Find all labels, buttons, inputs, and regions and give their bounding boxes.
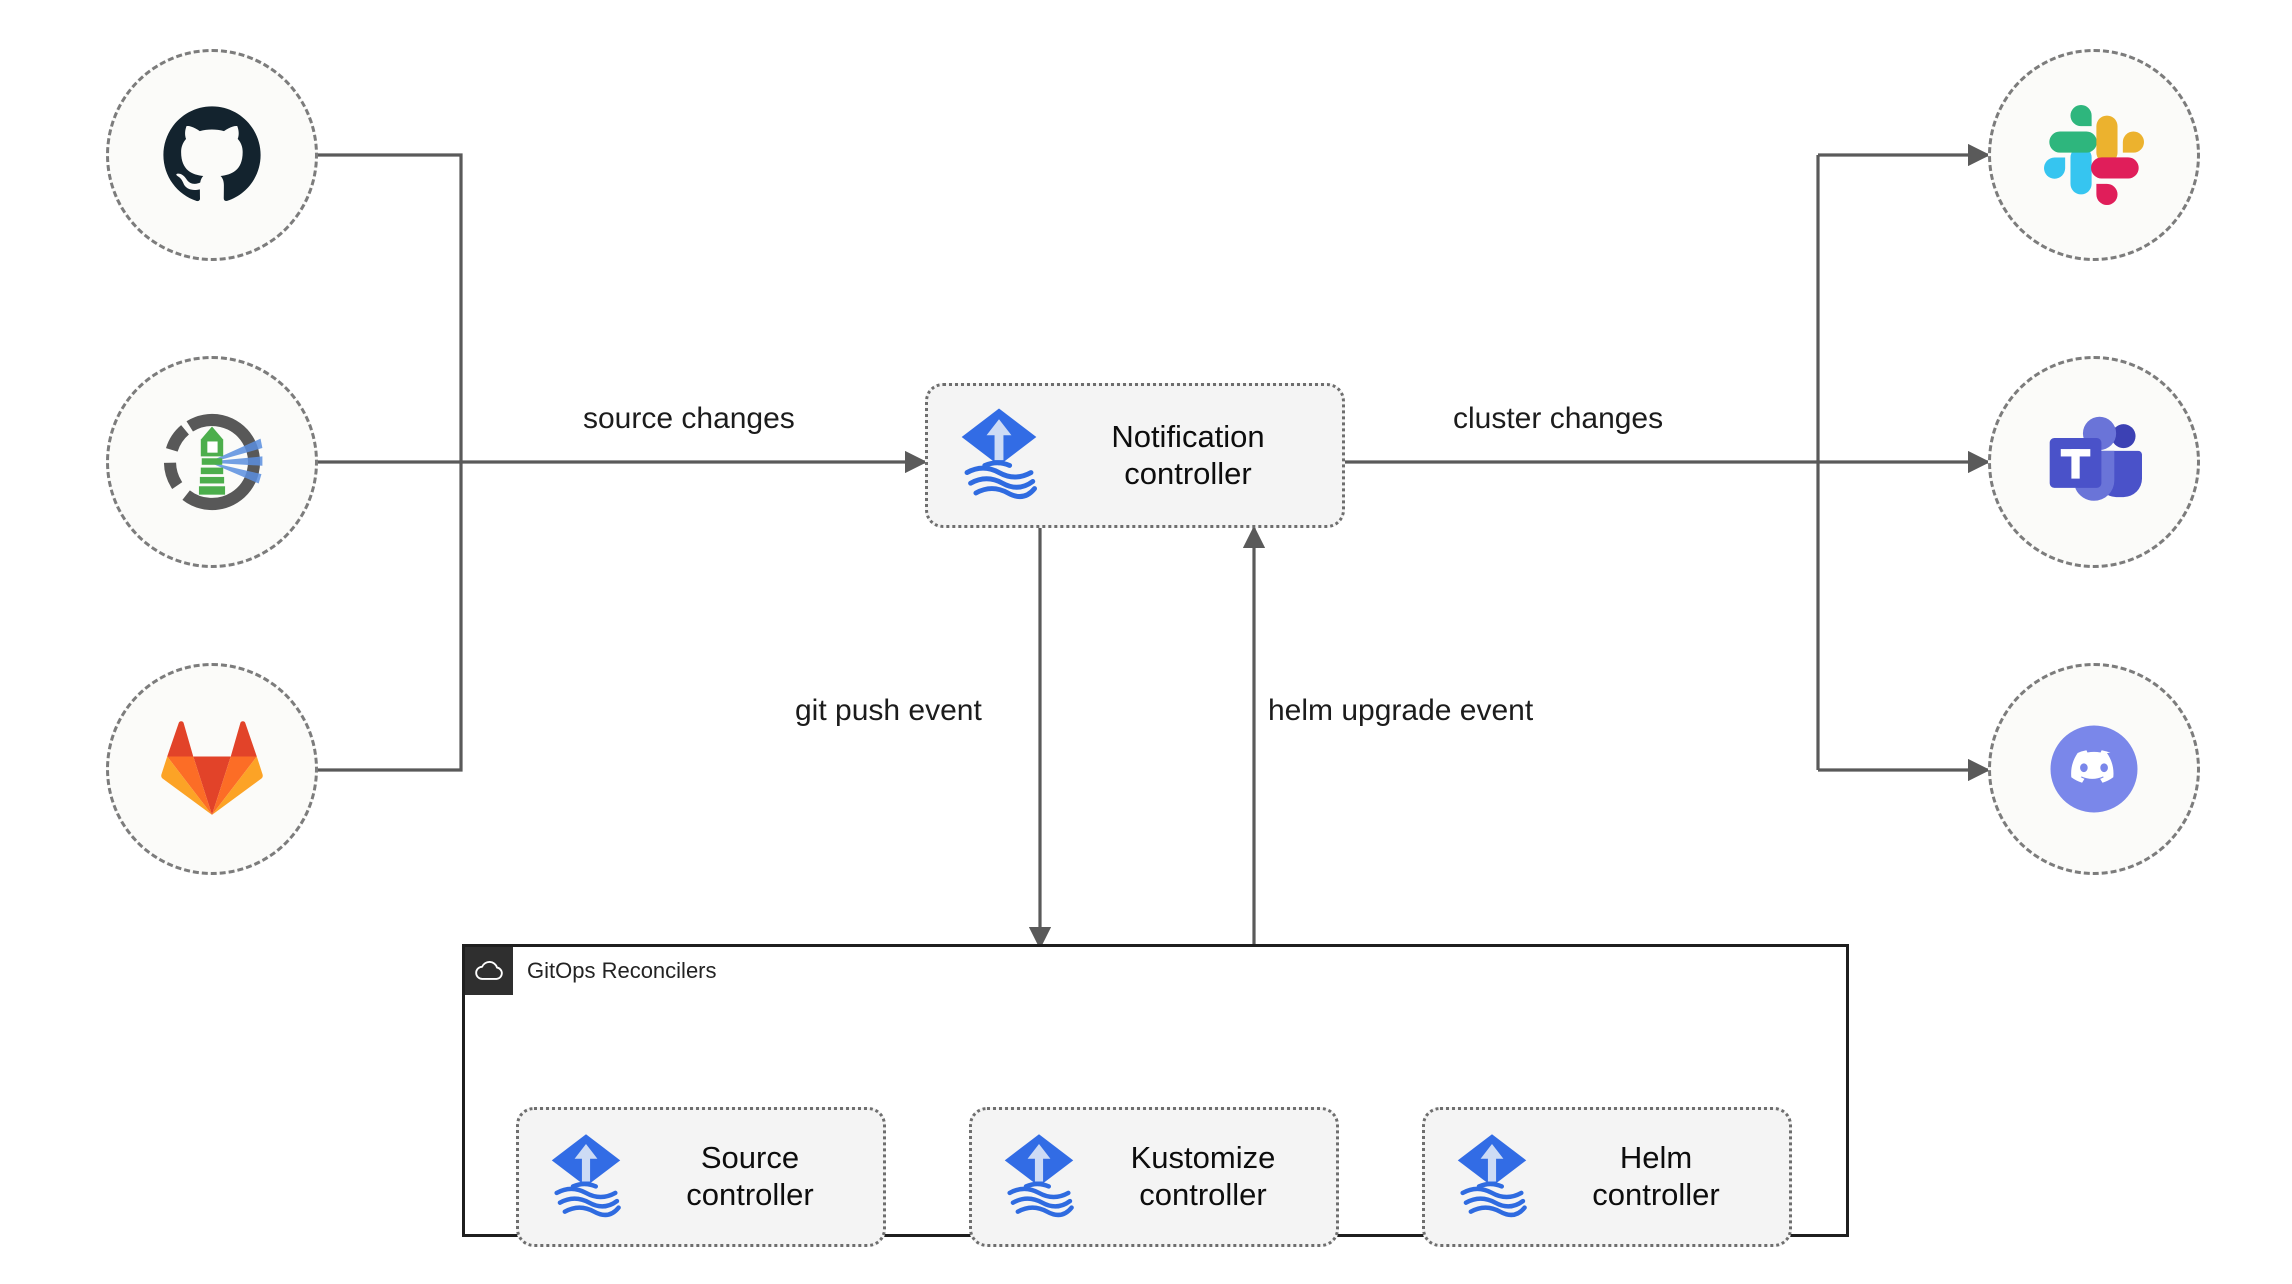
- source-node-github[interactable]: [106, 49, 318, 261]
- flux-icon: [998, 1131, 1080, 1224]
- edge-label-git-push-event: git push event: [785, 692, 992, 730]
- gitops-reconcilers-group: GitOps Reconcilers Source controller: [462, 944, 1849, 1247]
- teams-icon: [2042, 414, 2146, 510]
- destination-node-discord[interactable]: [1988, 663, 2200, 875]
- discord-icon: [2042, 717, 2146, 821]
- source-controller-node[interactable]: Source controller: [516, 1107, 886, 1247]
- helm-controller-node[interactable]: Helm controller: [1422, 1107, 1792, 1247]
- kustomize-controller-node[interactable]: Kustomize controller: [969, 1107, 1339, 1247]
- flux-icon: [954, 405, 1044, 506]
- slack-icon: [2044, 105, 2144, 205]
- kustomize-controller-label: Kustomize controller: [1130, 1140, 1276, 1212]
- source-node-gitea[interactable]: [106, 356, 318, 568]
- source-controller-label: Source controller: [686, 1140, 814, 1212]
- destination-node-teams[interactable]: [1988, 356, 2200, 568]
- source-node-gitlab[interactable]: [106, 663, 318, 875]
- gitops-group-title: GitOps Reconcilers: [527, 958, 717, 983]
- edge-left-bus: [312, 153, 463, 772]
- gitops-group-header: GitOps Reconcilers: [465, 947, 717, 995]
- edge-label-cluster-changes: cluster changes: [1443, 400, 1674, 438]
- gitea-icon: [156, 406, 268, 518]
- notification-controller-label: Notification controller: [1111, 418, 1265, 491]
- destination-node-slack[interactable]: [1988, 49, 2200, 261]
- github-icon: [158, 101, 266, 209]
- cloud-icon: [465, 947, 513, 995]
- helm-controller-label: Helm controller: [1592, 1140, 1720, 1212]
- gitlab-icon: [158, 719, 266, 819]
- notification-controller-node[interactable]: Notification controller: [925, 383, 1345, 528]
- edge-label-helm-upgrade-event: helm upgrade event: [1258, 692, 1544, 730]
- flux-icon: [545, 1131, 627, 1224]
- edge-label-source-changes: source changes: [573, 400, 805, 438]
- flux-icon: [1451, 1131, 1533, 1224]
